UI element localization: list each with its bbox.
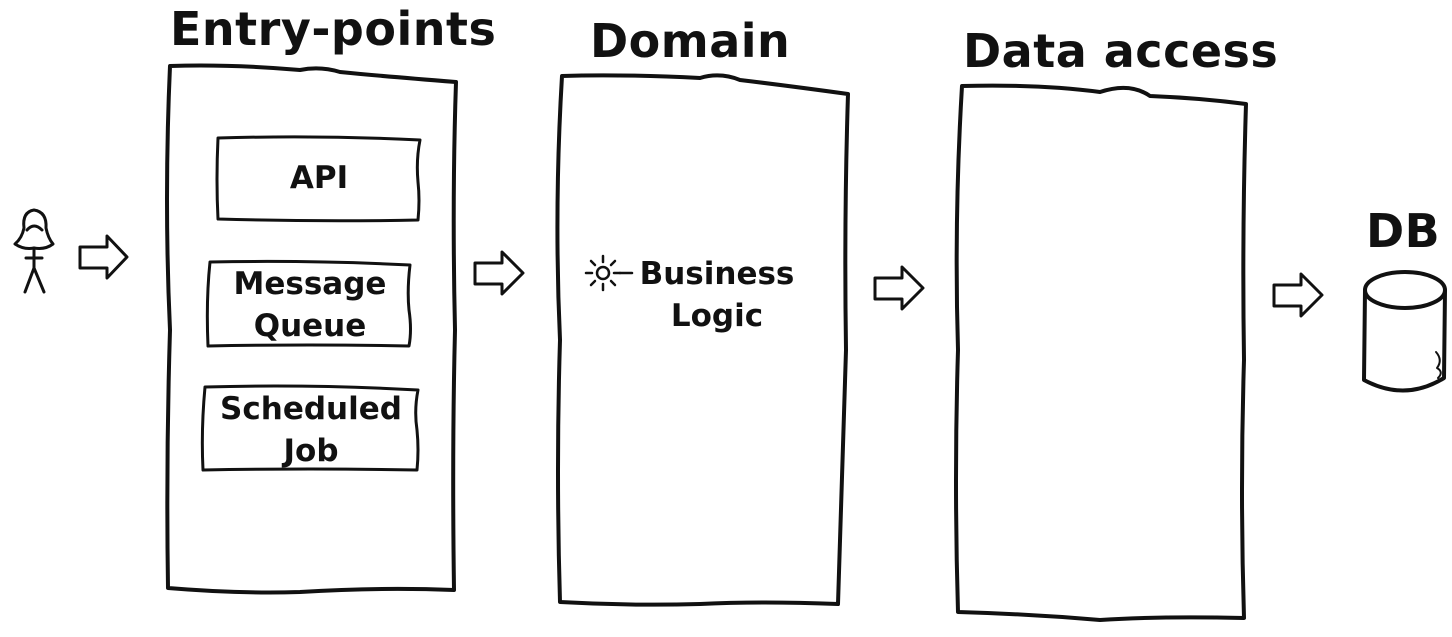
arrow-right-icon: [1272, 272, 1324, 318]
arrow-right-icon: [873, 265, 925, 311]
sun-icon: [584, 254, 634, 292]
message-queue-label-line1: Message: [233, 266, 387, 302]
message-queue-box: [205, 259, 412, 348]
scheduled-job-label: Scheduled Job: [203, 388, 419, 472]
domain-panel: [555, 73, 850, 607]
db-title: DB: [1366, 204, 1441, 258]
scheduled-job-label-line2: Job: [283, 433, 339, 469]
business-logic-label-line1: Business: [639, 256, 795, 292]
arrow-right-icon: [78, 234, 129, 280]
person-icon: [13, 208, 55, 294]
data-access-panel: [954, 83, 1248, 622]
business-logic-label-line2: Logic: [670, 298, 764, 334]
arrow-right-icon: [473, 250, 525, 296]
api-label-line1: API: [289, 160, 349, 196]
database-icon: [1362, 270, 1447, 393]
api-label: API: [218, 157, 420, 199]
message-queue-label-line2: Queue: [253, 308, 367, 344]
entry-points-title: Entry-points: [170, 2, 497, 56]
business-logic-label: Business Logic: [632, 253, 802, 337]
domain-title: Domain: [590, 14, 791, 68]
data-access-title: Data access: [963, 24, 1279, 78]
scheduled-job-label-line1: Scheduled: [220, 391, 402, 427]
message-queue-label: Message Queue: [208, 263, 412, 347]
scheduled-job-box: [200, 384, 420, 472]
api-box: [215, 135, 422, 223]
entry-points-panel: [165, 63, 458, 595]
